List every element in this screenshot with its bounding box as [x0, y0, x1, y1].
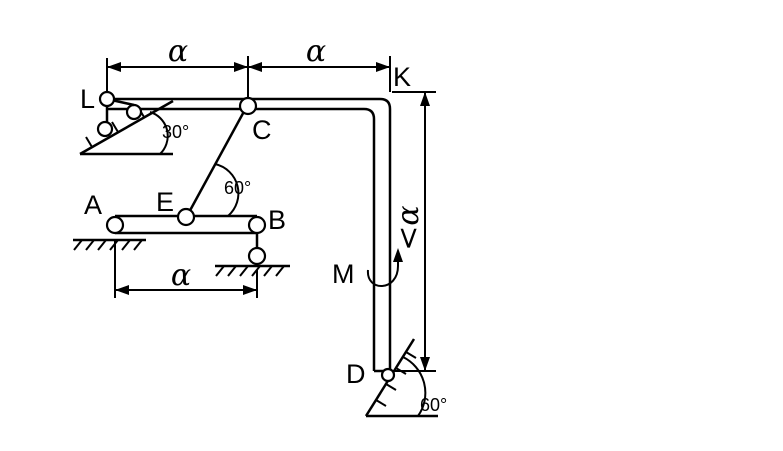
hinge-b: [247, 215, 267, 235]
angle-label-rod-ce: 60°: [224, 178, 251, 198]
frame-outer-line: [107, 97, 392, 371]
label-point-m: M: [332, 259, 355, 289]
dimension-top: [106, 56, 391, 100]
label-point-a: A: [84, 190, 102, 220]
dimension-label-ab: α: [171, 258, 191, 293]
label-point-d: D: [346, 359, 366, 389]
angle-arc-ce: [214, 163, 240, 217]
rod-ce: [185, 105, 249, 217]
angle-label-support-d: 60°: [420, 395, 447, 415]
support-a: [73, 238, 146, 251]
support-l: [79, 97, 174, 156]
label-point-c: C: [252, 115, 272, 145]
hinge-e: [176, 207, 196, 227]
dimension-label-lc: α: [168, 34, 188, 69]
label-point-e: E: [156, 187, 174, 217]
hinge-d: [380, 367, 396, 383]
hinge-a: [105, 215, 125, 235]
hinge-c: [238, 96, 258, 116]
moment-m: [366, 248, 403, 287]
frame-inner-line: [107, 107, 376, 371]
label-point-l: L: [80, 84, 95, 114]
hinge-l: [98, 90, 116, 108]
dimension-bottom: [114, 240, 258, 298]
dimension-label-ck: α: [306, 34, 326, 69]
roller-b: [247, 246, 267, 266]
support-b: [215, 233, 290, 277]
label-point-k: K: [393, 62, 411, 92]
angle-label-support-l: 30°: [162, 122, 189, 142]
label-point-b: B: [268, 205, 286, 235]
dimension-label-kd: <α: [391, 205, 426, 250]
